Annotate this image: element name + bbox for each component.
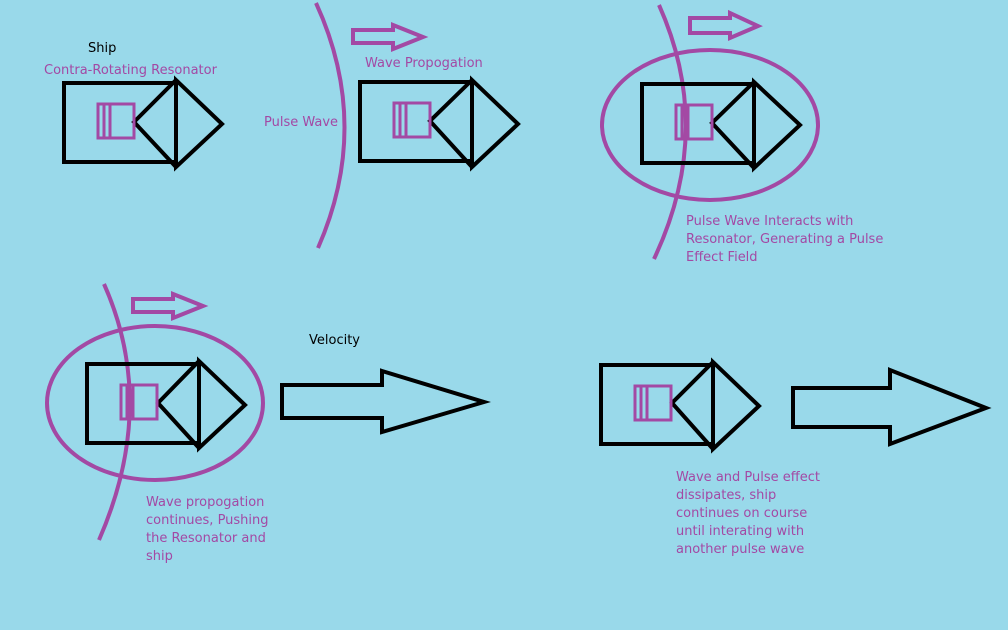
ship-wedge: [131, 78, 178, 169]
ship-label: Ship: [88, 41, 117, 56]
ship-wedge: [427, 78, 474, 169]
ship-5: [599, 357, 762, 454]
ship-nose: [752, 77, 803, 173]
resonator: [96, 102, 136, 140]
velocity-arrow: [791, 367, 992, 447]
ship-1: [62, 75, 225, 172]
ship-wedge: [709, 80, 756, 170]
wave-direction-arrow: [688, 9, 763, 42]
ship-wedge: [155, 359, 201, 450]
velocity-label: Velocity: [309, 333, 360, 348]
pulse-effect-field: [600, 48, 820, 202]
ship-wedge: [669, 360, 715, 451]
pulse-wave-arc: [652, 4, 688, 260]
ship-nose: [470, 75, 521, 172]
wave-direction-arrow: [351, 22, 429, 52]
resonator: [119, 383, 159, 421]
resonator: [674, 103, 714, 141]
pulse-wave-label: Pulse Wave: [264, 115, 339, 130]
wave-direction-arrow: [131, 291, 209, 321]
dissipates-caption: Wave and Pulse effect dissipates, ship c…: [676, 470, 820, 557]
ship-nose: [197, 356, 248, 453]
ship-4: [85, 356, 248, 453]
pulse-wave-arc: [314, 2, 347, 249]
pushing-caption: Wave propogation continues, Pushing the …: [146, 495, 269, 564]
pulse-wave-arc: [97, 283, 132, 541]
wave-propagation-label: Wave Propogation: [365, 56, 483, 71]
ship-2: [358, 75, 521, 172]
pulse-effect-field: [45, 324, 265, 482]
resonator-label: Contra-Rotating Resonator: [44, 63, 217, 78]
velocity-arrow: [280, 368, 491, 435]
interaction-caption: Pulse Wave Interacts with Resonator, Gen…: [686, 214, 884, 265]
resonator: [392, 101, 432, 139]
ship-nose: [711, 357, 762, 454]
ship-3: [640, 77, 803, 173]
ship-nose: [174, 75, 225, 172]
resonator: [633, 384, 673, 422]
